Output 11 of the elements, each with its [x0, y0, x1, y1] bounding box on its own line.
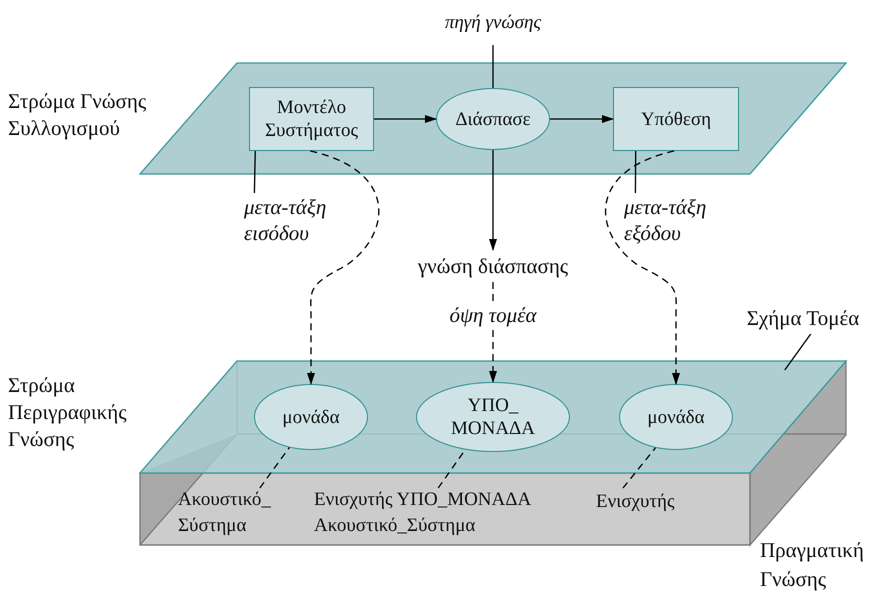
annotation-text: Σχήμα Τομέα [726, 302, 880, 334]
annotation-text: γνώση διάσπασης [386, 250, 600, 282]
instance-text: Ενισχυτής ΥΠΟ_ΜΟΝΑΔΑ Ακουστικό_Σύστημα [314, 488, 584, 538]
annotation-text: μετα-τάξη εισόδου [244, 193, 348, 247]
process-box: Μοντέλο Συστήματος [249, 87, 374, 151]
process-box: Υπόθεση [613, 87, 739, 151]
annotation-text: πηγή γνώσης [420, 6, 566, 40]
layer-label: Πραγματική Γνώσης [760, 537, 865, 593]
instance-text: Ενισχυτής [596, 488, 704, 516]
instance-text: Ακουστικό_ Σύστημα [178, 488, 302, 538]
annotation-text: μετα-τάξη εξόδου [624, 193, 738, 247]
